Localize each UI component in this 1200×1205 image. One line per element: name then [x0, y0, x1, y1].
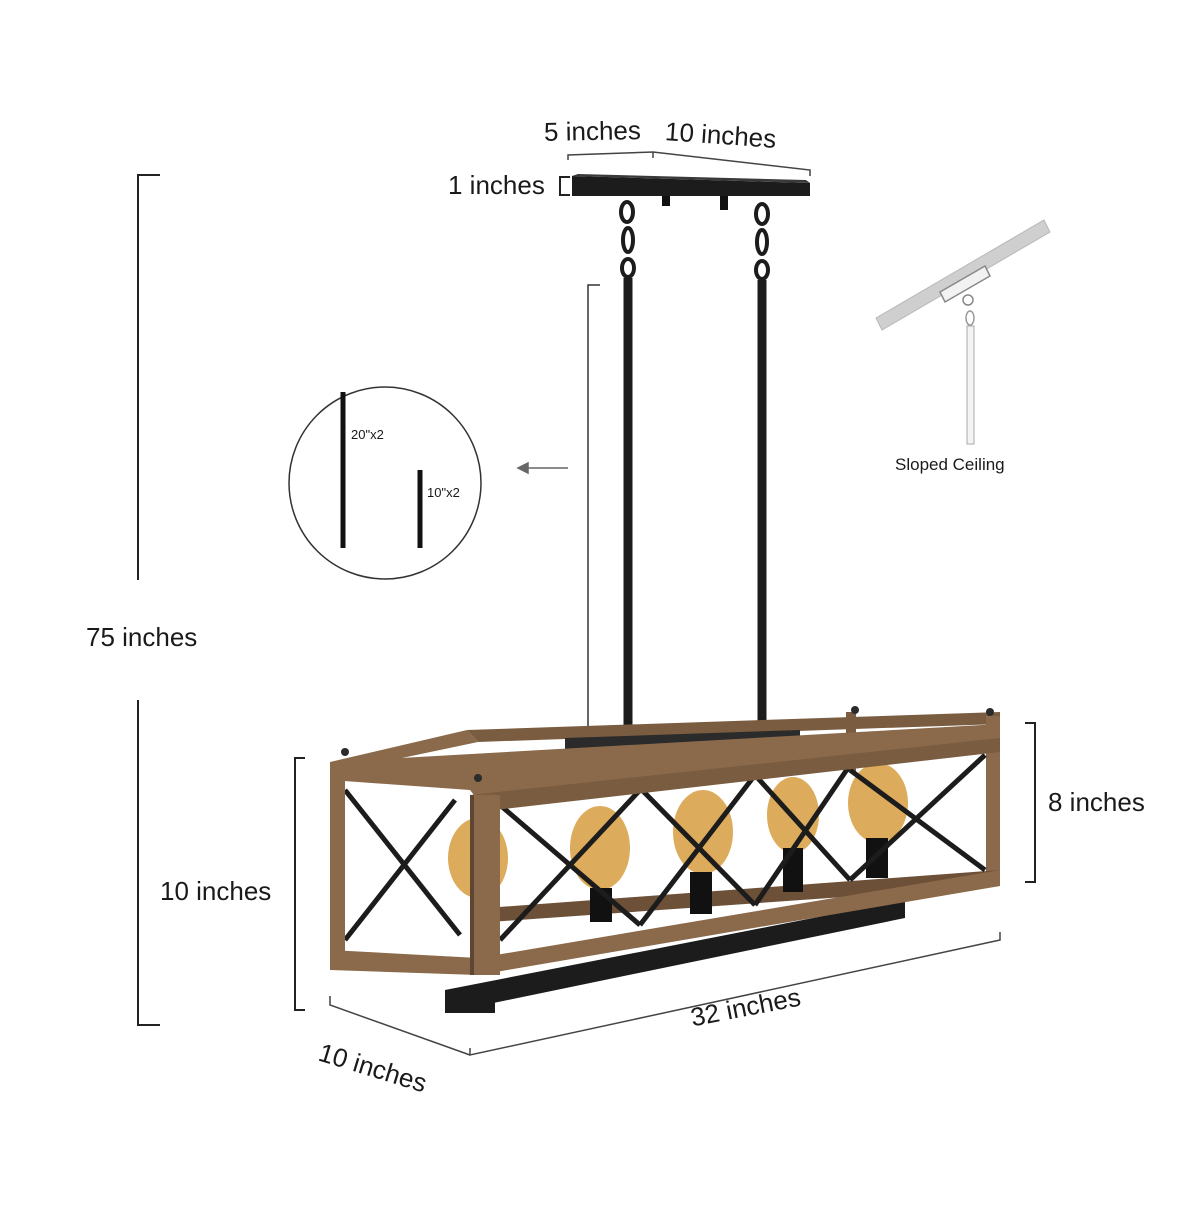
length-bracket: [469, 932, 1001, 1056]
rod-length-bracket: [587, 284, 600, 740]
bulb-3: [673, 790, 733, 874]
x-brace-left: [343, 788, 462, 942]
front-height-bracket: [294, 757, 305, 1011]
right-hanger: [754, 202, 770, 745]
canopy-height-bracket: [559, 176, 570, 196]
bulb-5: [848, 763, 908, 843]
long-rod-label: 20"x2: [351, 427, 384, 442]
sloped-ceiling-icon: [875, 219, 1051, 445]
canopy: [572, 174, 810, 210]
back-height-bracket: [1025, 722, 1036, 883]
sloped-ceiling-label: Sloped Ceiling: [895, 455, 1005, 474]
bulb-2: [570, 806, 630, 890]
canopy-width-bracket: [567, 151, 811, 176]
short-rod-label: 10"x2: [427, 485, 460, 500]
front-left-post: [470, 795, 500, 975]
overall-height-label: 75 inches: [86, 622, 198, 652]
overall-height-bracket: [137, 174, 160, 1026]
lamp-body: [330, 706, 1000, 1013]
front-height-label: 10 inches: [160, 876, 272, 906]
canopy-height-label: 1 inches: [448, 170, 545, 200]
rods-inset: [288, 386, 482, 580]
canopy-half-label: 5 inches: [543, 115, 642, 147]
left-hanger: [619, 200, 636, 750]
back-height-label: 8 inches: [1048, 787, 1145, 817]
x-brace-front: [498, 753, 987, 942]
depth-bracket: [329, 996, 471, 1056]
inset-arrow: [516, 461, 568, 475]
